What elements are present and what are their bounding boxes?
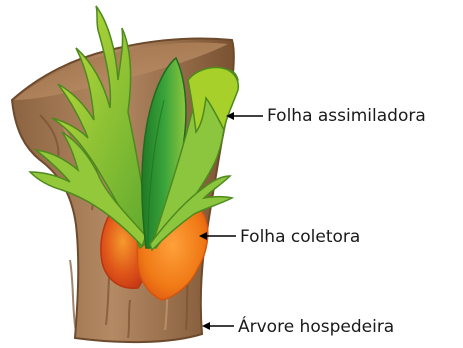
label-folha-coletora: Folha coletora bbox=[240, 227, 360, 247]
label-arvore-hospedeira: Árvore hospedeira bbox=[238, 317, 394, 337]
label-folha-assimiladora: Folha assimiladora bbox=[267, 106, 426, 126]
